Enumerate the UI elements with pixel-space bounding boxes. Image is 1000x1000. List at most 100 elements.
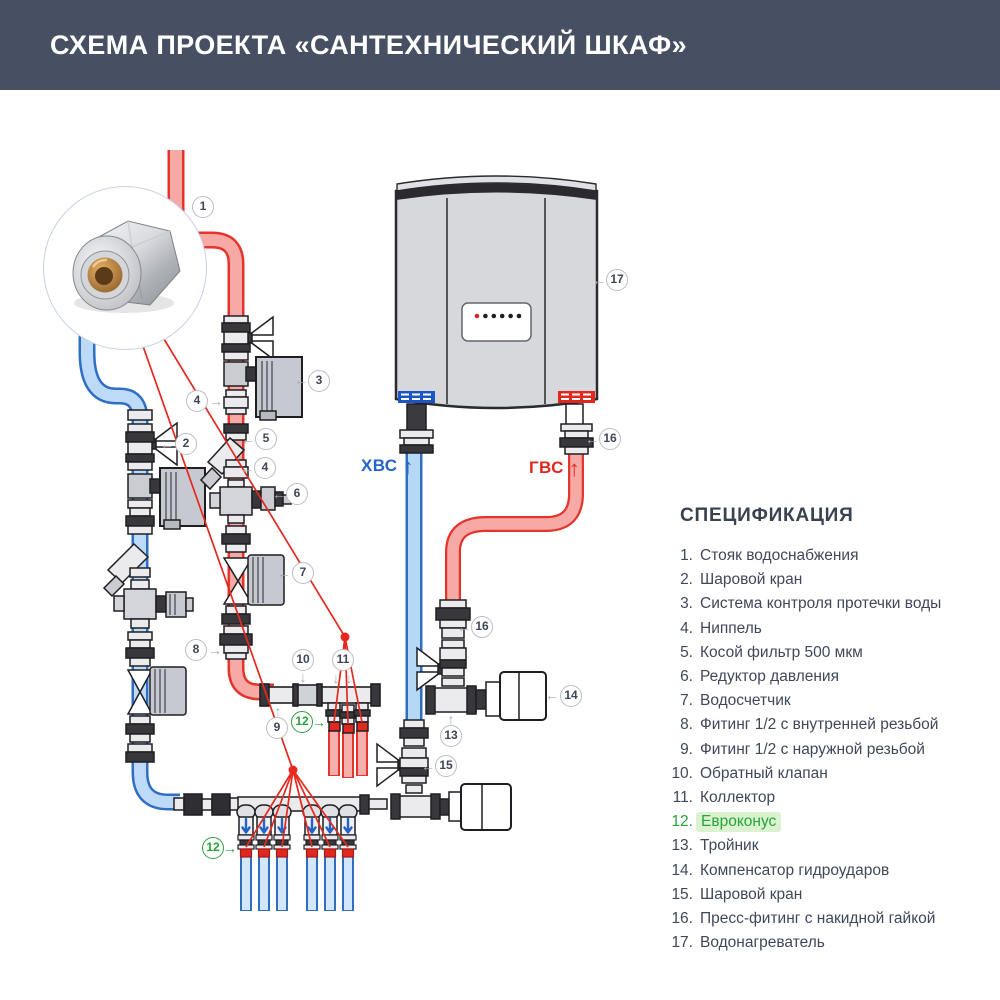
callout-arrow-icon: → (208, 642, 222, 658)
spec-item-name: Фитинг 1/2 с внутренней резьбой (700, 716, 939, 734)
spec-item-4: 4. Ниппель (660, 617, 990, 641)
spec-item-number: 16. (671, 909, 693, 927)
gvs-drop-components (416, 599, 547, 721)
spec-item-number: 13. (671, 837, 693, 855)
callout-16: 16 (599, 428, 621, 450)
spec-item-number: 14. (671, 861, 693, 879)
callout-8: 8 (185, 639, 207, 661)
spec-item-2: 2. Шаровой кран (660, 568, 990, 592)
callout-11: 11 (332, 649, 354, 671)
up-arrow-icon: ↑ (568, 456, 581, 481)
callout-7: 7 (292, 562, 314, 584)
spec-item-5: 5. Косой фильтр 500 мкм (660, 641, 990, 665)
callout-4: 4 (186, 390, 208, 412)
spec-item-6: 6.Редуктор давления (660, 665, 990, 689)
callout-arrow-icon: ↑ (274, 703, 282, 719)
callout-12: 12 (202, 837, 224, 859)
hot-collector (259, 683, 381, 707)
specification-list: 1. Стояк водоснабжения 2. Шаровой кран 3. Сис… (660, 544, 990, 955)
callout-10: 10 (292, 649, 314, 671)
spec-item-14: 14. Компенсатор гидроударов (660, 858, 990, 882)
specification-panel: СПЕЦИФИКАЦИЯ 1. Стояк водоснабжения 2. Шаро… (660, 505, 990, 955)
callout-4: 4 (254, 457, 276, 479)
spec-item-name: Ниппель (700, 619, 762, 637)
spec-item-name: Редуктор давления (700, 668, 839, 686)
up-arrow-icon: ↑ (402, 454, 414, 479)
spec-item-number: 15. (671, 885, 693, 903)
callout-arrow-icon: ← (240, 460, 254, 476)
spec-item-name: Водонагреватель (700, 934, 825, 952)
hvs-drop-components (376, 719, 512, 831)
callout-14: 14 (560, 685, 582, 707)
callout-arrow-icon: ← (592, 272, 606, 288)
spec-item-7: 7. Водосчетчик (660, 689, 990, 713)
spec-item-10: 10.Обратный клапан (660, 762, 990, 786)
spec-item-number: 2. (680, 571, 693, 589)
spec-item-number: 5. (680, 643, 693, 661)
cold-line-components (102, 409, 206, 763)
spec-item-name: Евроконус (696, 812, 782, 833)
callout-arrow-icon: → (312, 714, 326, 730)
spec-item-name: Коллектор (700, 788, 776, 806)
spec-item-name: Фитинг 1/2 с наружной резьбой (700, 740, 925, 758)
hot-supply-label: ГВС ↑ (529, 456, 581, 481)
spec-item-name: Система контроля протечки воды (700, 595, 942, 613)
spec-item-name: Компенсатор гидроударов (700, 861, 890, 879)
callout-arrow-icon: ← (277, 565, 291, 581)
spec-item-number: 12. (671, 813, 693, 831)
callout-arrow-icon: ← (545, 687, 559, 703)
cold-supply-label: ХВС ↑ (361, 454, 414, 479)
specification-title: СПЕЦИФИКАЦИЯ (680, 505, 854, 526)
spec-item-12: 12.Евроконус (660, 810, 990, 834)
callout-16: 16 (471, 616, 493, 638)
spec-item-number: 9. (680, 740, 693, 758)
callout-arrow-icon: ← (421, 758, 435, 774)
spec-item-number: 7. (680, 692, 693, 710)
spec-item-number: 3. (680, 595, 693, 613)
spec-item-name: Косой фильтр 500 мкм (700, 643, 863, 661)
callout-arrow-icon: ← (585, 431, 599, 447)
spec-item-name: Обратный клапан (700, 764, 828, 782)
callout-arrow-icon: ← (457, 619, 471, 635)
spec-item-name: Пресс-фитинг с накидной гайкой (700, 909, 936, 927)
euroconus-pointer-lines (137, 315, 363, 848)
callout-arrow-icon: ↓ (345, 670, 353, 686)
spec-item-15: 15. Шаровой кран (660, 883, 990, 907)
callout-17: 17 (606, 269, 628, 291)
spec-item-name: Шаровой кран (700, 885, 803, 903)
spec-item-number: 8. (680, 716, 693, 734)
callout-9: 9 (266, 717, 288, 739)
spec-item-number: 4. (680, 619, 693, 637)
spec-item-name: Водосчетчик (700, 692, 791, 710)
callout-6: 6 (286, 483, 308, 505)
callout-5: 5 (255, 428, 277, 450)
callout-arrow-icon: → (209, 393, 223, 409)
callout-15: 15 (435, 755, 457, 777)
callout-arrow-icon: ↑ (447, 711, 455, 727)
spec-item-9: 9. Фитинг 1/2 с наружной резьбой (660, 738, 990, 762)
callout-arrow-icon: → (223, 840, 237, 856)
callout-1: 1 (192, 196, 214, 218)
callout-arrow-icon: ← (294, 372, 308, 388)
spec-item-name: Тройник (700, 837, 759, 855)
callout-12: 12 (291, 711, 313, 733)
euroconus-photo (72, 220, 181, 313)
water-heater (394, 175, 599, 455)
callout-arrow-icon: ↓ (299, 669, 307, 685)
callout-arrow-icon: ← (160, 436, 174, 452)
spec-item-name: Шаровой кран (700, 571, 803, 589)
callout-2: 2 (175, 433, 197, 455)
spec-item-17: 17. Водонагреватель (660, 931, 990, 955)
spec-item-number: 17. (671, 934, 693, 952)
spec-item-number: 11. (672, 788, 693, 806)
spec-item-16: 16. Пресс-фитинг с накидной гайкой (660, 907, 990, 931)
spec-item-1: 1. Стояк водоснабжения (660, 544, 990, 568)
callout-3: 3 (308, 370, 330, 392)
spec-item-name: Стояк водоснабжения (700, 547, 859, 565)
callout-arrow-icon: ← (272, 486, 286, 502)
spec-item-3: 3. Система контроля протечки воды (660, 592, 990, 616)
spec-item-number: 1. (680, 547, 693, 565)
callout-arrow-icon: ↓ (332, 670, 340, 686)
page-title: СХЕМА ПРОЕКТА «САНТЕХНИЧЕСКИЙ ШКАФ» (50, 29, 688, 60)
